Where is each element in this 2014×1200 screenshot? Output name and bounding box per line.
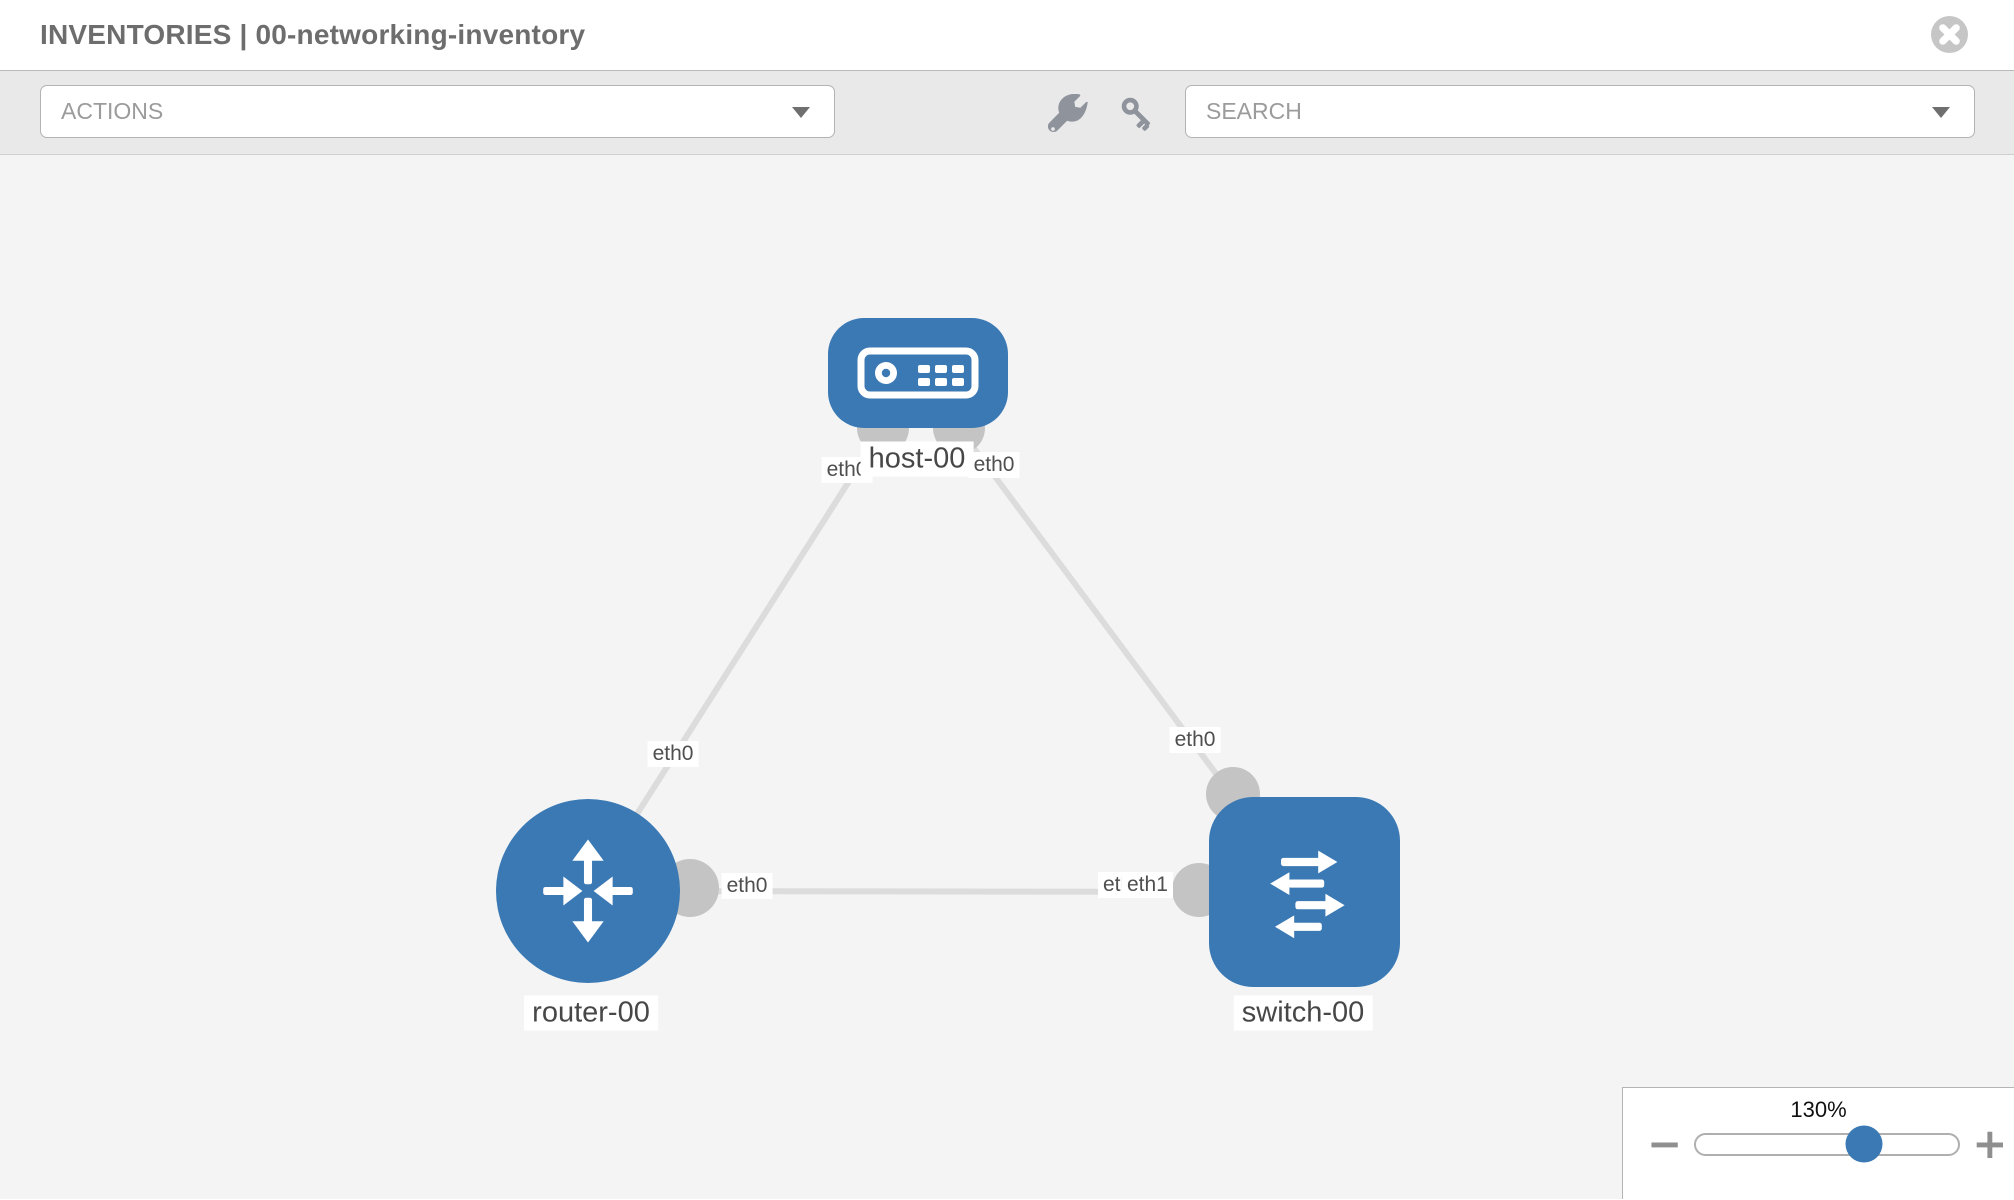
zoom-slider-row: − + [1623,1119,2014,1168]
zoom-control-panel: 130% − + [1622,1087,2014,1199]
zoom-out-button[interactable]: − [1647,1119,1683,1168]
key-icon[interactable] [1118,94,1158,134]
chevron-down-icon [1932,106,1950,118]
router-icon [543,839,633,943]
link-layer [585,371,1307,895]
zoom-level-value: 130% [1790,1097,1847,1122]
search-dropdown-label: SEARCH [1206,98,1302,124]
actions-dropdown-label: ACTIONS [61,98,164,124]
iface-label: eth0 [647,741,699,767]
chevron-down-icon [792,106,810,118]
page-title: INVENTORIES | 00-networking-inventory [40,19,586,50]
node-label-router: router-00 [524,995,658,1031]
toolbar: ACTIONS SEARCH [0,70,2014,155]
host-icon [857,347,979,399]
node-switch-00[interactable] [1209,797,1400,987]
zoom-slider-track[interactable] [1694,1125,1961,1163]
actions-dropdown[interactable]: ACTIONS [40,85,835,138]
node-router-00[interactable] [496,799,680,983]
iface-label: eth0 [968,452,1020,478]
node-host-00[interactable] [828,318,1008,428]
zoom-in-button[interactable]: + [1972,1119,2008,1168]
iface-label: eth1 [1122,872,1173,898]
topology-canvas[interactable]: eth0 eth0 eth0 eth0 eth0 eth0 eth1 host-… [0,155,2014,1199]
wrench-icon[interactable] [1048,94,1088,134]
node-label-host: host-00 [860,441,974,477]
header: INVENTORIES | 00-networking-inventory [0,0,2014,70]
close-icon[interactable] [1931,16,1968,53]
iface-label: eth0 [1169,727,1221,753]
node-label-switch: switch-00 [1233,995,1373,1031]
switch-icon [1269,850,1345,939]
search-dropdown[interactable]: SEARCH [1185,85,1975,138]
iface-label: eth0 [721,873,773,899]
zoom-slider-knob[interactable] [1845,1125,1883,1163]
